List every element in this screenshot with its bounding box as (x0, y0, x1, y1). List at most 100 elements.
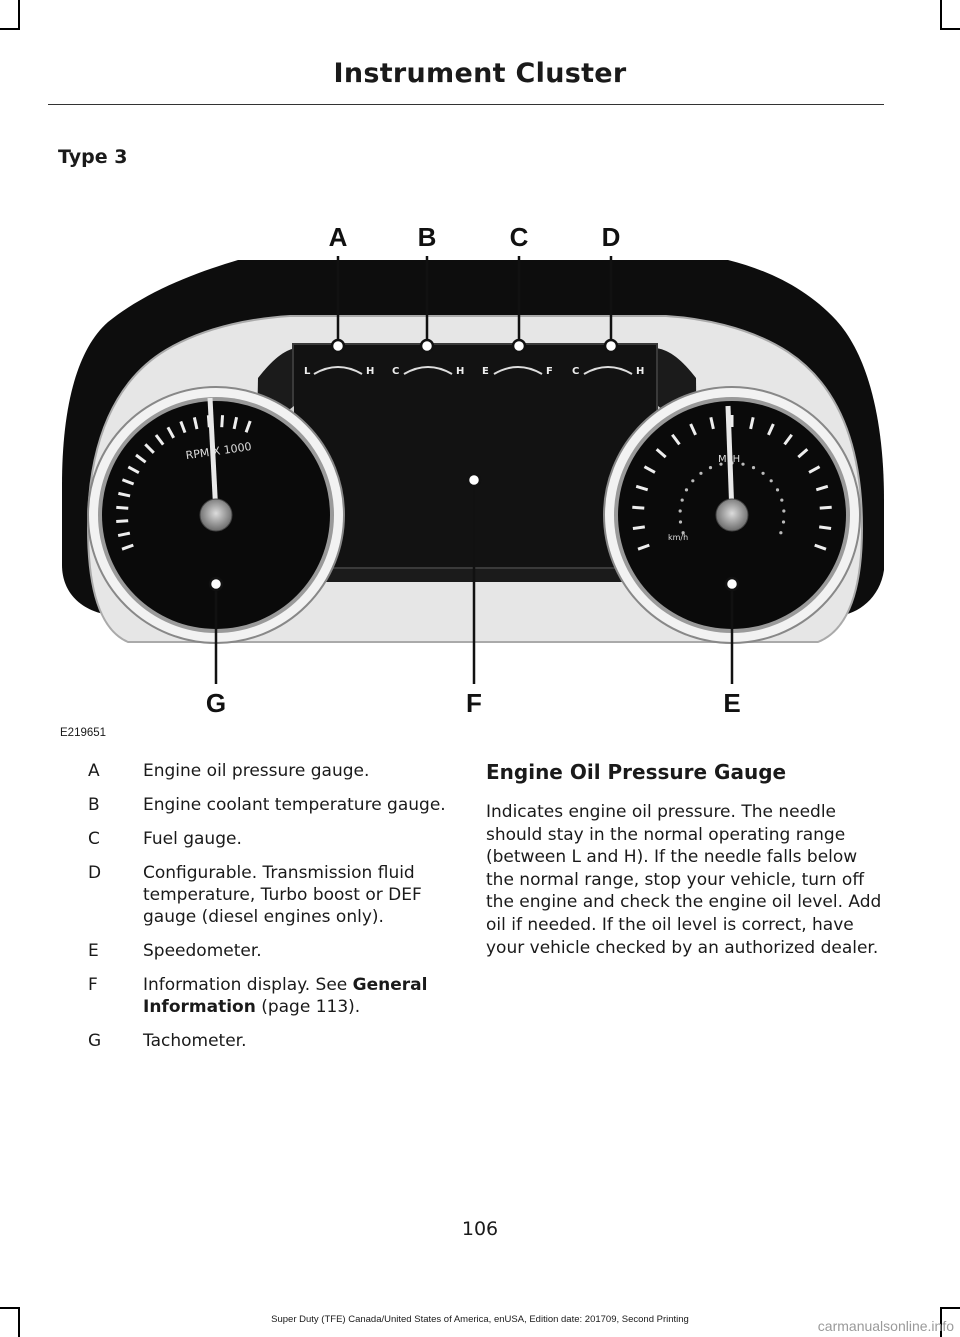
gauge-tick (808, 465, 821, 474)
gauge-tick (635, 484, 649, 492)
callout-dot-b (419, 338, 435, 354)
gauge-tick (818, 525, 832, 531)
callout-text-after: (page 113). (255, 997, 361, 1017)
gauge-tick (179, 420, 187, 434)
gauge-tick (121, 478, 135, 486)
gauge-tick (637, 543, 650, 551)
callout-description: Fuel gauge. (143, 829, 242, 849)
callout-letter: C (88, 829, 100, 849)
oil-pressure-mini-gauge: L H (304, 366, 374, 377)
gauge-tick (127, 465, 140, 474)
callout-letter: E (88, 941, 99, 961)
gauge-tick (166, 426, 175, 439)
gauge-dot (769, 479, 773, 483)
svg-text:km/h: km/h (668, 533, 688, 542)
crop-mark (940, 1307, 942, 1337)
gauge-dot (699, 471, 703, 475)
gauge-tick (117, 531, 131, 538)
gauge-dot (681, 531, 685, 535)
callout-letter-g: G (206, 688, 226, 718)
gauge-tick (116, 519, 129, 524)
crop-mark (940, 0, 942, 30)
callout-row: A Engine oil pressure gauge. (60, 760, 450, 782)
cross-reference-link[interactable]: General Information (143, 975, 428, 1017)
crop-mark (940, 1307, 960, 1309)
callout-letter: B (88, 795, 100, 815)
callout-dot-e (724, 576, 740, 592)
gauge-dot (741, 462, 745, 466)
callout-legend: A Engine oil pressure gauge. B Engine co… (60, 760, 450, 1064)
svg-text:H: H (456, 366, 464, 377)
gauge-dot (780, 498, 784, 502)
gauge-dot (680, 498, 684, 502)
callout-row: B Engine coolant temperature gauge. (60, 794, 450, 816)
callout-letter-e: E (723, 688, 740, 718)
callout-description: Information display. See General Informa… (143, 974, 450, 1018)
gauge-tick (815, 484, 829, 492)
crop-mark (0, 1307, 20, 1309)
watermark: carmanualsonline.info (817, 1318, 954, 1334)
gauge-dot (761, 471, 765, 475)
gauge-tick (244, 420, 252, 433)
gauge-tick (797, 448, 809, 459)
gauge-tick (192, 417, 199, 430)
callout-letter-f: F (466, 688, 482, 718)
callout-dot-f (466, 472, 482, 488)
callout-description: Configurable. Transmission fluid tempera… (143, 863, 422, 927)
gauge-dot (781, 520, 786, 524)
svg-text:H: H (366, 366, 374, 377)
gauge-tick (689, 423, 697, 436)
oil-section-heading: Engine Oil Pressure Gauge (486, 760, 787, 784)
gauge-tick (819, 505, 832, 510)
callout-description: Speedometer. (143, 941, 262, 961)
callout-description: Engine coolant temperature gauge. (143, 795, 446, 815)
configurable-mini-gauge: C H (572, 366, 644, 377)
svg-text:E: E (482, 366, 489, 377)
gauge-dot (678, 509, 682, 513)
callout-letter: G (88, 1031, 102, 1051)
svg-text:F: F (546, 366, 553, 377)
callout-letter-d: D (602, 222, 621, 252)
gauge-tick (632, 525, 646, 531)
callout-letter: D (88, 863, 102, 883)
fuel-mini-gauge: E F (482, 366, 553, 377)
gauge-tick (121, 543, 134, 551)
crop-mark (0, 28, 20, 30)
callout-description: Tachometer. (143, 1031, 247, 1051)
gauge-dot (751, 466, 756, 470)
gauge-dot (691, 479, 695, 483)
gauge-tick (655, 448, 667, 459)
gauge-tick (232, 416, 239, 430)
gauge-tick (814, 543, 827, 551)
gauge-tick (118, 491, 131, 498)
gauge-tick (709, 416, 715, 430)
gauge-tick (632, 505, 645, 510)
callout-letter-b: B (418, 222, 437, 252)
callout-row: C Fuel gauge. (60, 828, 450, 850)
callout-letter-a: A (329, 222, 348, 252)
callout-dot-d (603, 338, 619, 354)
figure-id: E219651 (60, 727, 107, 739)
instrument-cluster-illustration: RPM X 1000 MPH km/h L H C H E F (62, 222, 884, 718)
crop-mark (18, 0, 20, 30)
gauge-tick (749, 416, 755, 430)
section-title: Type 3 (58, 146, 128, 168)
callout-row: G Tachometer. (60, 1030, 450, 1052)
gauge-dot (775, 488, 780, 492)
gauge-tick (220, 415, 225, 428)
header-divider (48, 104, 884, 105)
gauge-dot (782, 509, 786, 513)
svg-text:C: C (392, 366, 399, 377)
callout-text-before: Information display. See (143, 975, 353, 995)
gauge-tick (783, 433, 793, 446)
crop-mark (18, 1307, 20, 1337)
page-number: 106 (461, 1218, 499, 1240)
gauge-tick (671, 433, 681, 446)
gauge-dot (684, 488, 689, 492)
gauge-tick (767, 423, 775, 436)
gauge-dot (779, 531, 783, 535)
callout-letter: A (88, 761, 100, 781)
tachometer-gauge: RPM X 1000 (87, 386, 345, 644)
page-footer: Super Duty (TFE) Canada/United States of… (271, 1314, 689, 1325)
callout-row: E Speedometer. (60, 940, 450, 962)
